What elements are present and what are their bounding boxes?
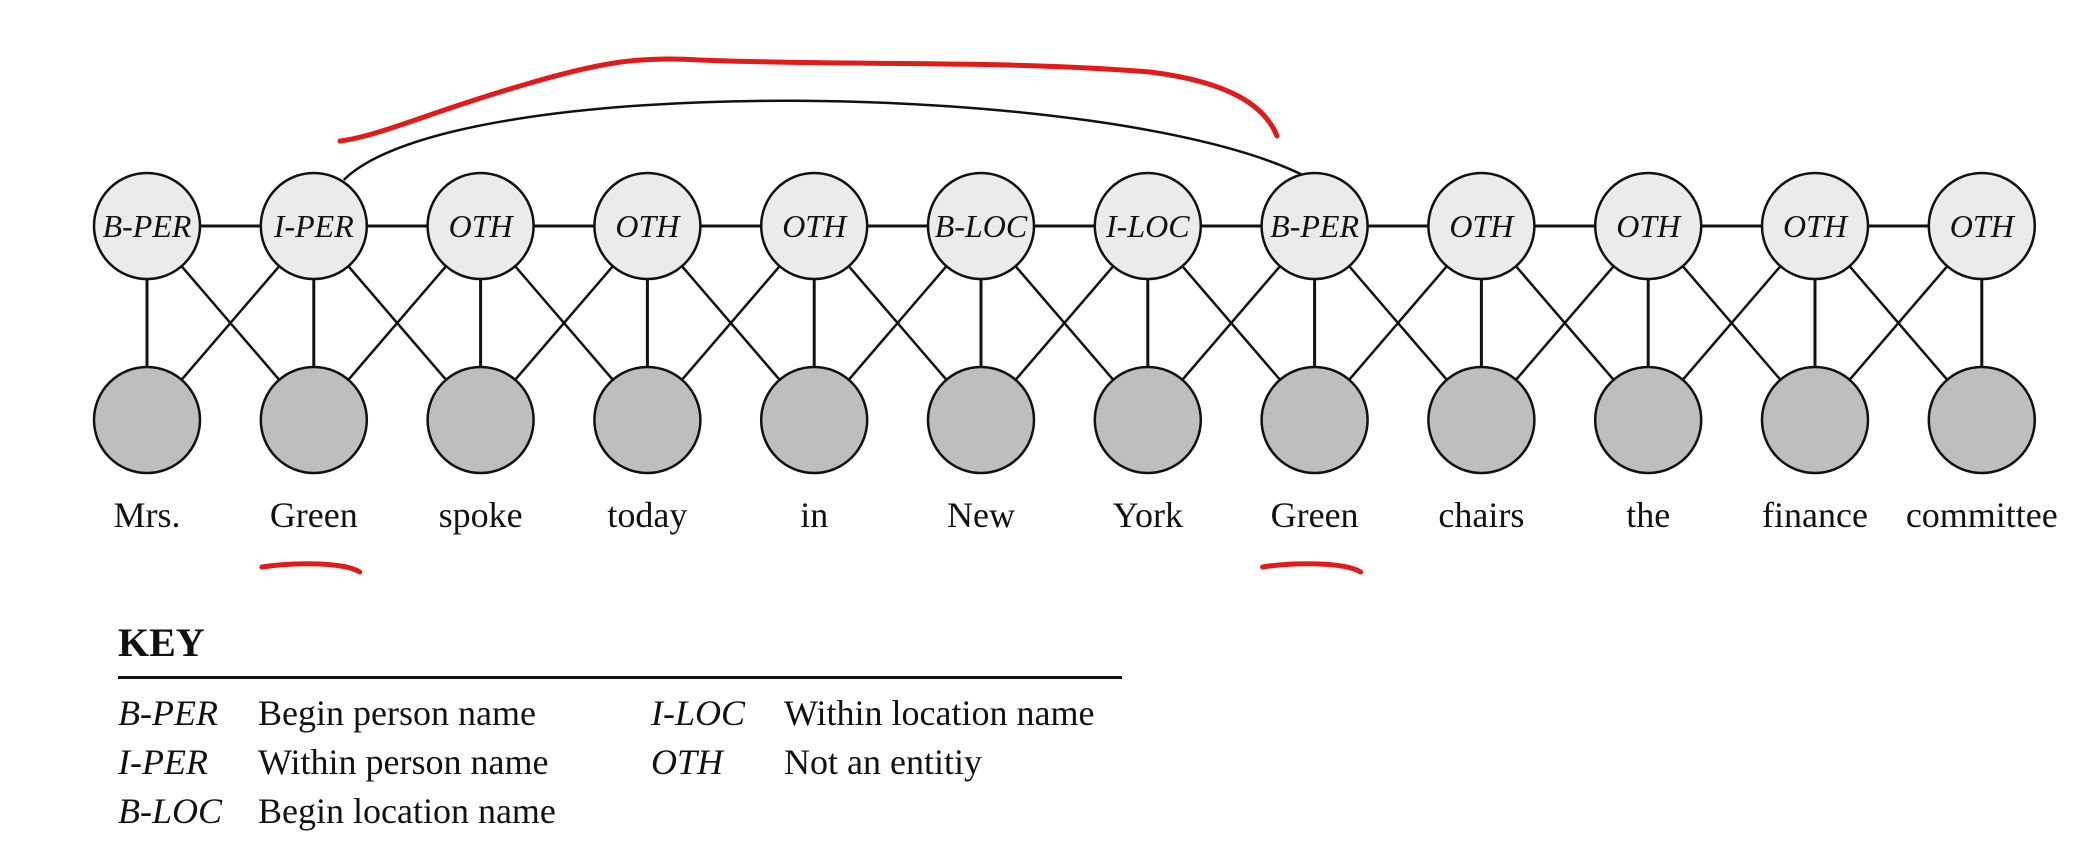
tag-node xyxy=(92,171,202,281)
word-node xyxy=(759,365,869,475)
tag-label: B-PER xyxy=(103,208,192,244)
tag-node xyxy=(593,171,702,281)
key-abbr-oth: OTH xyxy=(651,742,724,782)
annotation-underline xyxy=(259,561,363,575)
key-desc-oth: Not an entitiy xyxy=(784,742,982,782)
word-label: York xyxy=(1113,495,1183,535)
tag-node xyxy=(926,171,1036,281)
word-label: chairs xyxy=(1438,495,1524,535)
tag-node xyxy=(1093,171,1203,281)
tag-label: OTH xyxy=(782,208,848,244)
key-legend: KEY B-PER Begin person name I-LOC Within… xyxy=(118,618,1122,834)
tag-label: I-PER xyxy=(273,208,354,244)
key-abbr-b-per: B-PER xyxy=(118,693,218,733)
tag-label: OTH xyxy=(1449,208,1515,244)
labels-layer: B-PER I-PER OTH OTH OTH B-LOC I-LOC B-PER OTH OTH… xyxy=(103,208,2058,535)
word-label: spoke xyxy=(439,495,523,535)
word-node xyxy=(926,365,1036,475)
word-node xyxy=(1593,365,1703,475)
word-label: Mrs. xyxy=(113,495,180,535)
word-label: the xyxy=(1626,495,1670,535)
tag-label: B-LOC xyxy=(935,208,1028,244)
key-divider xyxy=(118,676,1122,679)
tag-node xyxy=(426,171,535,281)
tag-label: I-LOC xyxy=(1105,208,1190,244)
tag-node xyxy=(259,171,369,281)
tag-label: OTH xyxy=(1616,208,1682,244)
edges-layer xyxy=(145,99,1984,421)
nodes-layer xyxy=(92,171,2037,475)
word-node xyxy=(426,365,535,475)
annotations-layer xyxy=(259,56,1364,575)
tag-label: B-PER xyxy=(1270,208,1359,244)
word-label: committee xyxy=(1906,495,2058,535)
key-desc-b-per: Begin person name xyxy=(258,693,536,733)
tag-node xyxy=(1927,171,2037,281)
tag-node xyxy=(759,171,869,281)
skip-edge xyxy=(342,99,1306,181)
tag-label: OTH xyxy=(615,208,681,244)
annotation-underline xyxy=(1260,561,1364,575)
tag-label: OTH xyxy=(1783,208,1849,244)
key-desc-b-loc: Begin location name xyxy=(258,791,556,831)
word-node xyxy=(92,365,202,475)
tag-node xyxy=(1260,171,1369,281)
tag-label: OTH xyxy=(449,208,515,244)
word-label: in xyxy=(800,495,828,535)
word-label: today xyxy=(607,495,687,535)
key-desc-i-loc: Within location name xyxy=(784,693,1095,733)
key-desc-i-per: Within person name xyxy=(258,742,549,782)
word-node xyxy=(259,365,369,475)
word-node xyxy=(1760,365,1870,475)
tag-node xyxy=(1593,171,1703,281)
key-grid: B-PER Begin person name I-LOC Within loc… xyxy=(118,691,1122,834)
word-node xyxy=(1093,365,1203,475)
word-label: Green xyxy=(270,495,358,535)
key-abbr-i-loc: I-LOC xyxy=(651,693,746,733)
word-label: Green xyxy=(1271,495,1359,535)
tag-node xyxy=(1760,171,1870,281)
tag-label: OTH xyxy=(1950,208,2016,244)
word-label: New xyxy=(947,495,1015,535)
key-abbr-b-loc: B-LOC xyxy=(118,791,223,831)
word-label: finance xyxy=(1762,495,1868,535)
word-node xyxy=(593,365,702,475)
word-node xyxy=(1927,365,2037,475)
word-node xyxy=(1260,365,1369,475)
annotation-arc xyxy=(337,56,1280,144)
key-title: KEY xyxy=(118,620,205,665)
key-abbr-i-per: I-PER xyxy=(118,742,208,782)
word-node xyxy=(1427,365,1536,475)
tag-node xyxy=(1427,171,1536,281)
